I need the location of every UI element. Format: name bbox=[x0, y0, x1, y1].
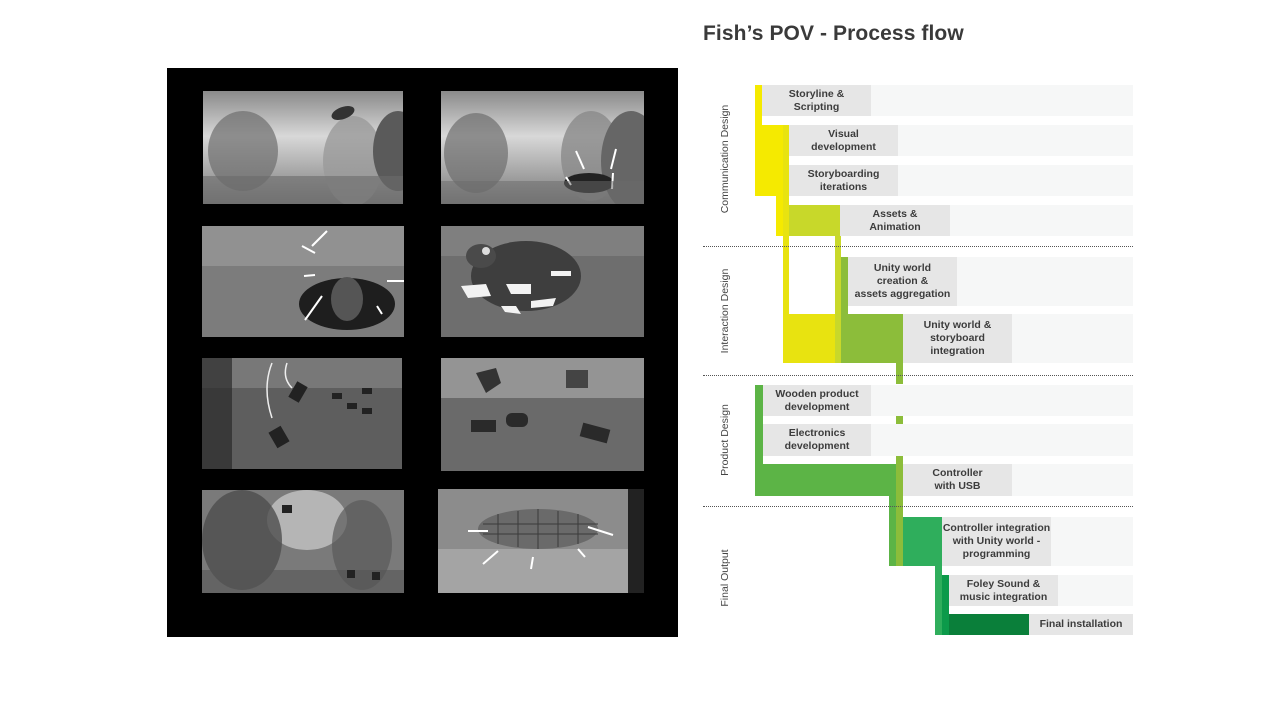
flow-bar-foley bbox=[942, 575, 949, 635]
step-unity-world-creation: Unity world creation & assets aggregatio… bbox=[848, 257, 957, 306]
flow-bar-interaction-stem bbox=[896, 416, 903, 424]
flow-bar-storyline bbox=[755, 85, 762, 125]
storyboard-panel-3 bbox=[202, 226, 404, 337]
flow-bar-controller-integration bbox=[903, 517, 942, 566]
step-final-installation: Final installation bbox=[1029, 614, 1133, 635]
storyboard-panel-7 bbox=[202, 490, 404, 593]
flow-bar-assets bbox=[789, 205, 840, 236]
flow-bar-interaction-stem bbox=[896, 456, 903, 566]
step-wooden-product-development: Wooden product development bbox=[763, 385, 871, 416]
step-controller-integration: Controller integration with Unity world … bbox=[942, 517, 1051, 566]
step-storyline-scripting: Storyline & Scripting bbox=[762, 85, 871, 116]
step-electronics-development: Electronics development bbox=[763, 424, 871, 456]
flow-bar-visual bbox=[783, 125, 789, 236]
flow-bar-comm-design bbox=[755, 125, 783, 196]
storyboard-panel-8 bbox=[438, 489, 644, 593]
flow-bar-final-stem bbox=[935, 566, 942, 635]
step-visual-development: Visual development bbox=[789, 125, 898, 156]
storyboard-panel-2 bbox=[441, 91, 644, 204]
step-controller-with-usb: Controller with USB bbox=[903, 464, 1012, 496]
section-divider bbox=[703, 246, 1133, 247]
flow-bar-product-merge bbox=[755, 464, 896, 496]
flow-bar-unity-integration bbox=[848, 314, 903, 363]
storyboard-panel-1 bbox=[203, 91, 403, 204]
flow-bar-interaction-stem bbox=[896, 363, 903, 384]
section-divider bbox=[703, 506, 1133, 507]
step-storyboarding-iterations: Storyboarding iterations bbox=[789, 165, 898, 196]
flow-bar-lime-down bbox=[835, 236, 841, 314]
flow-bar-unity-creation bbox=[841, 257, 848, 363]
flow-bar-yellow-down bbox=[783, 236, 789, 314]
section-divider bbox=[703, 375, 1133, 376]
step-unity-storyboard-integration: Unity world & storyboard integration bbox=[903, 314, 1012, 363]
section-label-product-design: Product Design bbox=[719, 404, 731, 476]
step-foley-sound: Foley Sound & music integration bbox=[949, 575, 1058, 606]
storyboard-panel-6 bbox=[441, 358, 644, 471]
flow-bar-product-stem bbox=[889, 496, 896, 566]
flow-bar-lime-merge bbox=[835, 314, 841, 363]
storyboard-grid bbox=[167, 68, 678, 637]
section-label-communication-design: Communication Design bbox=[719, 104, 731, 214]
section-label-final-output: Final Output bbox=[719, 549, 731, 607]
storyboard-panel-4 bbox=[441, 226, 644, 337]
flow-bar-yellow-merge bbox=[783, 314, 835, 363]
storyboard-panel-5 bbox=[202, 358, 402, 469]
page-title: Fish’s POV - Process flow bbox=[703, 22, 964, 45]
flow-bar-final-installation bbox=[949, 614, 1029, 635]
step-assets-animation: Assets & Animation bbox=[840, 205, 950, 236]
flow-bar-wooden bbox=[755, 385, 763, 464]
